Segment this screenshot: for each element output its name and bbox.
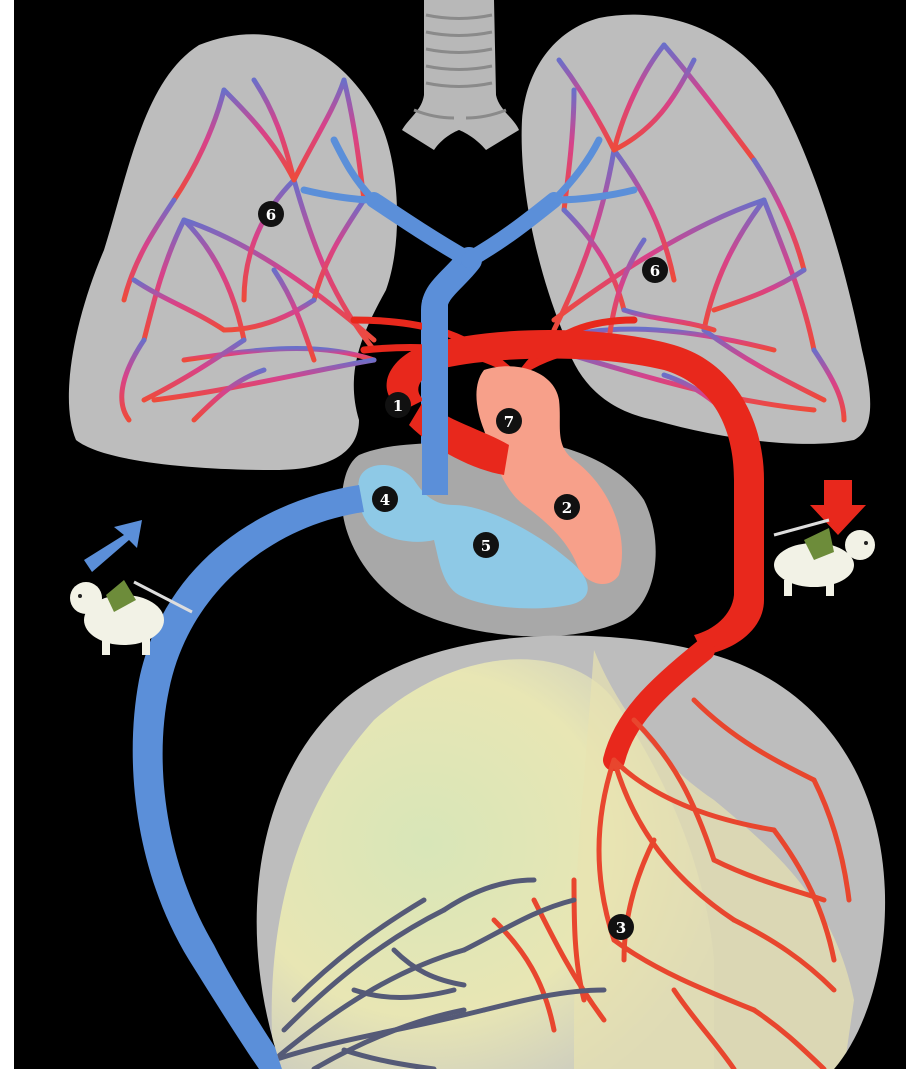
marker-5-label: 5	[481, 537, 491, 555]
marker-3: 3	[608, 914, 634, 940]
marker-6-left: 6	[258, 201, 284, 227]
marker-6-left-label: 6	[266, 206, 276, 224]
marker-7-label: 7	[504, 413, 514, 431]
marker-6-right-label: 6	[650, 262, 660, 280]
pulmonary-trunk	[422, 300, 448, 495]
marker-2-label: 2	[562, 499, 572, 517]
circulation-diagram: 1 2 3 4 5 6 6 7	[14, 0, 906, 1069]
marker-2: 2	[554, 494, 580, 520]
marker-5: 5	[473, 532, 499, 558]
marker-1: 1	[385, 392, 411, 418]
marker-4: 4	[372, 486, 398, 512]
marker-6-right: 6	[642, 257, 668, 283]
marker-7: 7	[496, 408, 522, 434]
marker-3-label: 3	[616, 919, 626, 937]
marker-4-label: 4	[380, 491, 390, 509]
marker-1-label: 1	[393, 397, 403, 415]
